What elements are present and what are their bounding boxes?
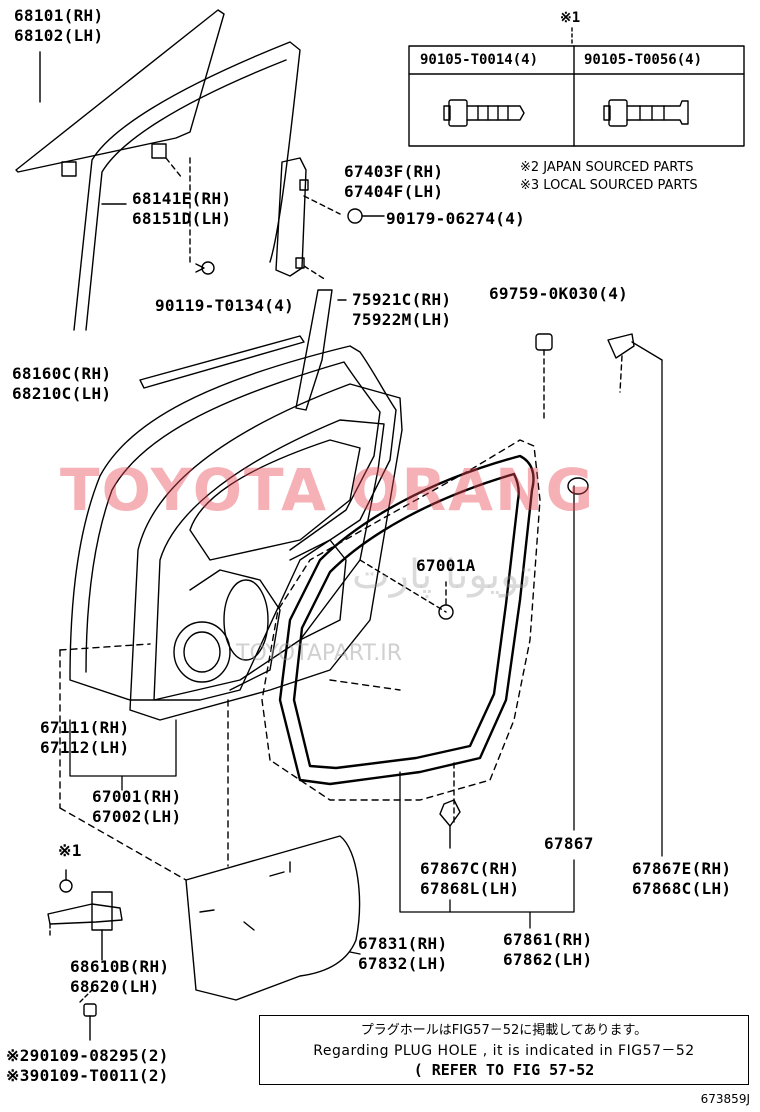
bolt-table-col1: 90105-T0014(4)	[420, 52, 539, 68]
pillar-moulding	[295, 289, 333, 411]
label-67861: 67861(RH)67862(LH)	[503, 930, 593, 969]
note-local-sourced: ※3 LOCAL SOURCED PARTS	[520, 178, 698, 193]
door-frame	[69, 345, 397, 701]
glass-run-channel	[73, 41, 301, 331]
label-67867e: 67867E(RH)67868C(LH)	[632, 859, 732, 898]
bolt-table-marker: ※1	[560, 10, 581, 26]
reference-refer: ( REFER TO FIG 57-52	[413, 1061, 595, 1079]
label-68141e: 68141E(RH)68151D(LH)	[132, 189, 232, 228]
watermark-arabic: تویوتا پارت	[352, 552, 532, 598]
label-75921c: 75921C(RH)75922M(LH)	[352, 290, 452, 329]
label-67403f: 67403F(RH)67404F(LH)	[344, 162, 444, 201]
label-67867: 67867	[544, 834, 594, 853]
label-90119: 90119-T0134(4)	[155, 296, 295, 315]
plug-67001A	[438, 604, 454, 620]
label-90109-t0011: ※390109-T0011(2)	[6, 1066, 169, 1085]
door-panel	[129, 383, 403, 721]
watermark-site: TOYOTAPART.IR	[236, 641, 403, 666]
label-67831: 67831(RH)67832(LH)	[358, 934, 448, 973]
bolt-table-col2: 90105-T0056(4)	[584, 52, 703, 68]
label-90109-08295: ※290109-08295(2)	[6, 1046, 169, 1065]
door-glass	[15, 9, 225, 173]
figure-id: 673859J	[700, 1092, 750, 1106]
reference-english: Regarding PLUG HOLE , it is indicated in…	[313, 1043, 695, 1059]
label-67111: 67111(RH)67112(LH)	[40, 718, 130, 757]
label-67001: 67001(RH)67002(LH)	[92, 787, 182, 826]
clip-90179	[347, 208, 385, 224]
bolt-90119	[195, 261, 215, 275]
label-67001a: 67001A	[416, 556, 476, 575]
label-67867c: 67867C(RH)67868L(LH)	[420, 859, 520, 898]
service-hole-cover	[185, 835, 361, 1001]
label-mark1: ※1	[58, 841, 82, 860]
label-68610b: 68610B(RH)68620(LH)	[70, 957, 170, 996]
hinge-bolt	[79, 989, 97, 1041]
door-hinge	[47, 869, 123, 961]
clip-69759	[535, 333, 553, 351]
reference-japanese: プラグホールはFIG57－52に掲載してあります。	[360, 1023, 648, 1038]
clip-67867E	[607, 333, 635, 359]
label-69759: 69759-0K030(4)	[489, 284, 629, 303]
label-68160c: 68160C(RH)68210C(LH)	[12, 364, 112, 403]
watermark-brand: TOYOTA ORANG	[60, 456, 596, 524]
clip-67867C	[439, 799, 461, 827]
note-japan-sourced: ※2 JAPAN SOURCED PARTS	[520, 160, 694, 175]
belt-weatherstrip	[139, 335, 305, 389]
bolt-icon-right	[603, 99, 689, 127]
label-68101: 68101(RH)68102(LH)	[14, 6, 104, 45]
bolt-icon-left	[443, 99, 525, 127]
bolt-table	[408, 27, 745, 147]
reference-box: プラグホールはFIG57－52に掲載してあります。 Regarding PLUG…	[259, 1015, 749, 1085]
label-90179: 90179-06274(4)	[386, 209, 526, 228]
